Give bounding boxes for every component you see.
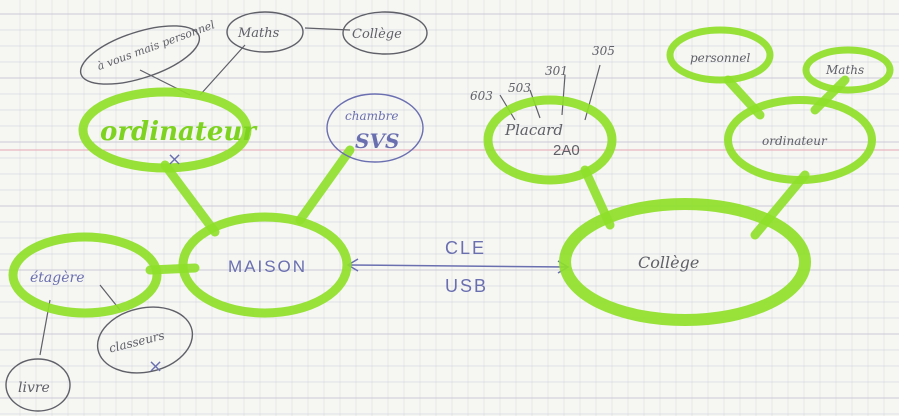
- node-ordinateur-right-outline: [724, 96, 876, 184]
- node-college-outline: [559, 198, 811, 326]
- label-chambre-code: SVS: [355, 129, 399, 153]
- label-usb: USB: [445, 276, 488, 296]
- node-personnel-outline: [666, 26, 774, 84]
- label-placard: Placard: [504, 121, 563, 139]
- label-num-301: 301: [545, 64, 568, 78]
- cle-usb-arrow: [346, 258, 570, 274]
- node-maison-outline: [178, 212, 352, 318]
- connector-ordinateur-maths: [199, 44, 246, 96]
- pencil-nodes: [5, 11, 428, 412]
- node-college-small-outline: [342, 11, 428, 55]
- connectors: [145, 75, 850, 275]
- connector-ordinateur-college: [750, 170, 810, 240]
- node-chambre-outline: [326, 93, 424, 163]
- highlight-nodes: [8, 26, 894, 326]
- label-num-603: 603: [470, 89, 493, 103]
- node-livre-outline: [5, 358, 71, 412]
- connector-maths-college: [304, 27, 351, 31]
- node-placard-outline: [483, 95, 617, 185]
- cross-ordinateur: ×: [167, 149, 182, 170]
- label-ordinateur-note: à vous mais personnel: [95, 18, 216, 73]
- labels: à vous mais personnel Maths Collège ordi…: [18, 18, 864, 396]
- label-maths-right: Maths: [825, 63, 864, 77]
- node-ordinateur-left-outline: [78, 87, 252, 173]
- node-classeurs-outline: [96, 306, 194, 374]
- connector-ordinateur-maison: [160, 160, 220, 237]
- label-chambre: chambre: [345, 109, 399, 123]
- label-maison: MAISON: [228, 257, 307, 276]
- label-livre: livre: [18, 380, 50, 396]
- label-placard-number: 2A0: [553, 142, 580, 159]
- node-etagere-outline: [8, 232, 162, 318]
- connector-chambre-maison: [295, 145, 355, 225]
- label-etagere: étagère: [30, 270, 84, 286]
- node-maths-right-outline: [802, 46, 894, 94]
- label-ordinateur-right: ordinateur: [762, 134, 828, 148]
- cross-classeurs: ×: [148, 356, 163, 377]
- label-num-503: 503: [508, 81, 531, 95]
- label-ordinateur-left: ordinateur: [100, 117, 258, 147]
- node-maths-left-outline: [226, 11, 304, 53]
- label-college-small: Collège: [352, 27, 402, 42]
- label-personnel: personnel: [690, 51, 750, 65]
- connector-num-301: [561, 74, 566, 116]
- node-ordinateur-note-outline: [79, 25, 201, 85]
- blue-pen-nodes: [326, 93, 424, 163]
- label-cle: CLE: [445, 238, 486, 258]
- label-maths-left: Maths: [237, 26, 280, 41]
- label-num-305: 305: [592, 44, 615, 58]
- label-classeurs: classeurs: [107, 328, 165, 355]
- label-college: Collège: [638, 253, 699, 272]
